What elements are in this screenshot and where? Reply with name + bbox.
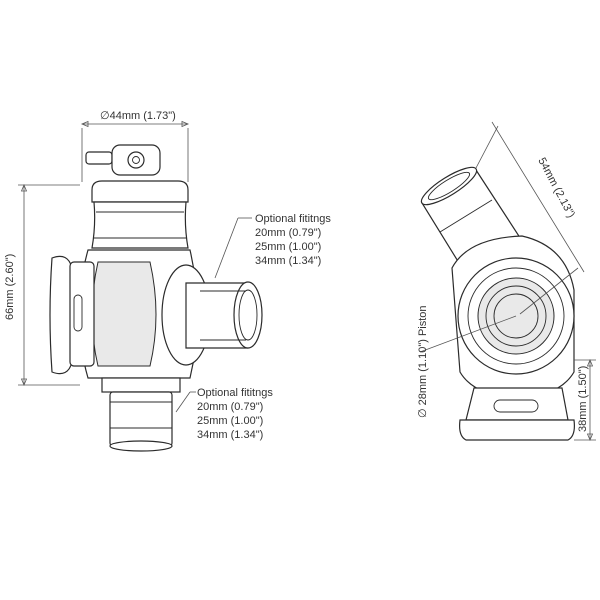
bottom-fittings-line: 25mm (1.00") <box>197 415 263 427</box>
diagonal-label: 54mm (2.13") <box>535 156 577 220</box>
side-fittings-line: 25mm (1.00") <box>255 241 321 253</box>
piston-label: ∅ 28mm (1.10") Piston <box>417 305 429 418</box>
bottom-fittings-title: Optional fititngs <box>197 387 273 399</box>
bottom-fittings-line: 34mm (1.34") <box>197 429 263 441</box>
bottom-fittings-note: Optional fititngs 20mm (0.79") 25mm (1.0… <box>175 387 273 441</box>
base-height-label: 38mm (1.50") <box>577 366 589 432</box>
left-view: ∅44mm (1.73") 66mm (2.60") <box>4 110 331 452</box>
right-view: 54mm (2.13") ∅ 28mm (1.10") Piston 38mm … <box>417 121 596 442</box>
base-flange-right <box>459 387 575 441</box>
piston-dimension: ∅ 28mm (1.10") Piston <box>417 305 517 418</box>
base-height-dimension: 38mm (1.50") <box>574 358 596 442</box>
top-diameter-dimension: ∅44mm (1.73") <box>80 110 190 182</box>
height-dimension: 66mm (2.60") <box>4 183 80 387</box>
valve-body-left <box>49 144 263 452</box>
side-fittings-note: Optional fititngs 20mm (0.79") 25mm (1.0… <box>214 213 331 279</box>
height-label: 66mm (2.60") <box>4 254 16 320</box>
top-diameter-label: ∅44mm (1.73") <box>100 110 176 122</box>
side-fittings-title: Optional fititngs <box>255 213 331 225</box>
side-fittings-line: 20mm (0.79") <box>255 227 321 239</box>
side-fittings-line: 34mm (1.34") <box>255 255 321 267</box>
bottom-fittings-line: 20mm (0.79") <box>197 401 263 413</box>
